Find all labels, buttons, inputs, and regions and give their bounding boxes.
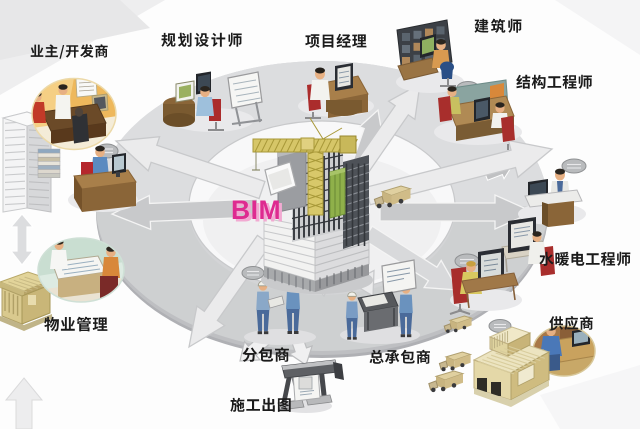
svg-text:BIM: BIM [231, 195, 281, 225]
svg-text:BIM: BIM [234, 197, 284, 227]
